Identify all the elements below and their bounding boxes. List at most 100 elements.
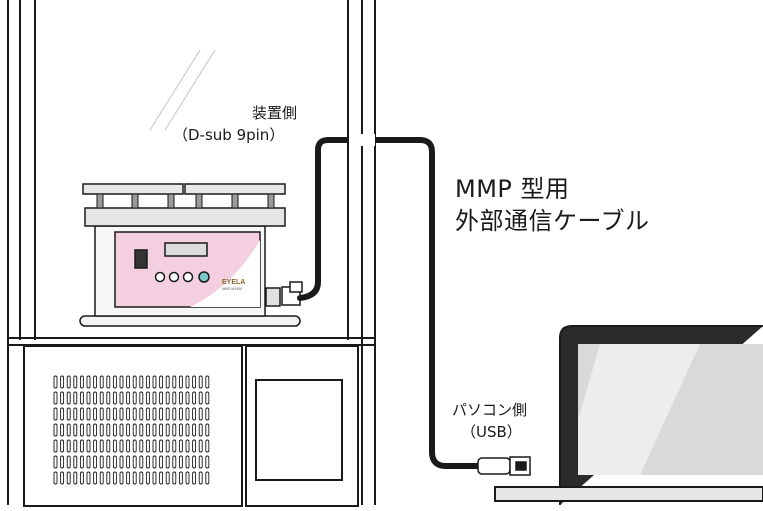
vent-slot bbox=[93, 391, 98, 405]
vent-slot bbox=[159, 375, 164, 389]
vent-slot bbox=[198, 423, 203, 437]
vent-slot bbox=[185, 455, 190, 469]
vent-slot bbox=[106, 439, 111, 453]
vent-slot bbox=[86, 423, 91, 437]
vent-slot bbox=[99, 375, 104, 389]
vent-slot bbox=[73, 423, 78, 437]
vent-slot bbox=[66, 375, 71, 389]
vent-slot bbox=[126, 439, 131, 453]
vent-slot bbox=[106, 375, 111, 389]
vent-slot bbox=[86, 375, 91, 389]
vent-slot bbox=[99, 439, 104, 453]
vent-slot bbox=[126, 407, 131, 421]
vent-slot bbox=[93, 439, 98, 453]
vent-slot bbox=[60, 455, 65, 469]
vent-slot bbox=[185, 439, 190, 453]
vent-slot bbox=[178, 439, 183, 453]
vent-slot bbox=[198, 455, 203, 469]
vent-slot bbox=[165, 407, 170, 421]
vent-slot bbox=[112, 471, 117, 485]
vent-slot bbox=[53, 375, 58, 389]
vent-slot bbox=[192, 407, 197, 421]
usb-plug bbox=[477, 456, 531, 476]
pc-side-usb-label: （USB） bbox=[461, 423, 522, 441]
vent-slot bbox=[132, 423, 137, 437]
vent-slot bbox=[192, 375, 197, 389]
vent-slot bbox=[73, 471, 78, 485]
vent-slot bbox=[139, 455, 144, 469]
vent-slot bbox=[112, 423, 117, 437]
vent-slot bbox=[66, 391, 71, 405]
vent-slot bbox=[79, 471, 84, 485]
vent-slot bbox=[66, 407, 71, 421]
vent-slot bbox=[178, 471, 183, 485]
vent-slot bbox=[79, 407, 84, 421]
vent-slot bbox=[145, 455, 150, 469]
cable-title-line1: MMP 型用 bbox=[455, 175, 570, 203]
vent-slot bbox=[132, 375, 137, 389]
vent-slot bbox=[93, 407, 98, 421]
vent-slot bbox=[139, 407, 144, 421]
vent-slot bbox=[139, 423, 144, 437]
vent-slot bbox=[145, 391, 150, 405]
vent-slot bbox=[73, 391, 78, 405]
vent-slot bbox=[205, 471, 210, 485]
vent-slot bbox=[112, 391, 117, 405]
vent-slot bbox=[165, 375, 170, 389]
vent-slot bbox=[53, 391, 58, 405]
device-side-connector-label: （D-sub 9pin） bbox=[173, 126, 285, 144]
device-model: MMP-M1000 bbox=[222, 287, 242, 291]
vent-slot bbox=[60, 471, 65, 485]
vent-slot bbox=[178, 375, 183, 389]
vent-slot bbox=[99, 423, 104, 437]
vent-slot bbox=[178, 423, 183, 437]
vent-slot bbox=[66, 423, 71, 437]
vent-slot bbox=[73, 439, 78, 453]
vent-slot bbox=[198, 391, 203, 405]
vent-slot bbox=[165, 439, 170, 453]
vent-slot bbox=[99, 455, 104, 469]
vent-slot bbox=[79, 423, 84, 437]
vent-slot bbox=[53, 455, 58, 469]
vent-slot bbox=[192, 391, 197, 405]
vent-slot bbox=[139, 391, 144, 405]
vent-slot bbox=[119, 455, 124, 469]
vent-slot bbox=[60, 407, 65, 421]
vent-slot bbox=[53, 407, 58, 421]
vent-slot bbox=[192, 439, 197, 453]
vent-slot bbox=[119, 375, 124, 389]
vent-slot bbox=[159, 391, 164, 405]
vent-slot bbox=[159, 439, 164, 453]
vent-slot bbox=[152, 375, 157, 389]
vent-slot bbox=[165, 471, 170, 485]
vent-slot bbox=[205, 455, 210, 469]
vent-slot bbox=[152, 455, 157, 469]
vent-slot bbox=[99, 391, 104, 405]
vent-slot bbox=[172, 439, 177, 453]
vent-slot bbox=[152, 439, 157, 453]
vent-slot bbox=[132, 471, 137, 485]
vent-slot bbox=[86, 471, 91, 485]
vent-slot bbox=[159, 471, 164, 485]
vent-slot bbox=[165, 455, 170, 469]
vent-slot bbox=[93, 375, 98, 389]
pc-side-label: パソコン側 bbox=[452, 401, 528, 419]
vent-slot bbox=[119, 439, 124, 453]
vent-slot bbox=[132, 439, 137, 453]
vent-slot bbox=[126, 455, 131, 469]
vent-slot bbox=[132, 407, 137, 421]
vent-slot bbox=[112, 407, 117, 421]
vent-slot bbox=[112, 455, 117, 469]
cable-title-line2: 外部通信ケーブル bbox=[455, 207, 650, 235]
vent-slot bbox=[119, 407, 124, 421]
vent-slot bbox=[192, 423, 197, 437]
vent-slot bbox=[86, 391, 91, 405]
vent-slot bbox=[198, 375, 203, 389]
vent-slot bbox=[205, 423, 210, 437]
vent-slot bbox=[145, 439, 150, 453]
vent-slot bbox=[172, 391, 177, 405]
vent-slot bbox=[79, 439, 84, 453]
vent-slot bbox=[93, 423, 98, 437]
vent-slot bbox=[152, 407, 157, 421]
